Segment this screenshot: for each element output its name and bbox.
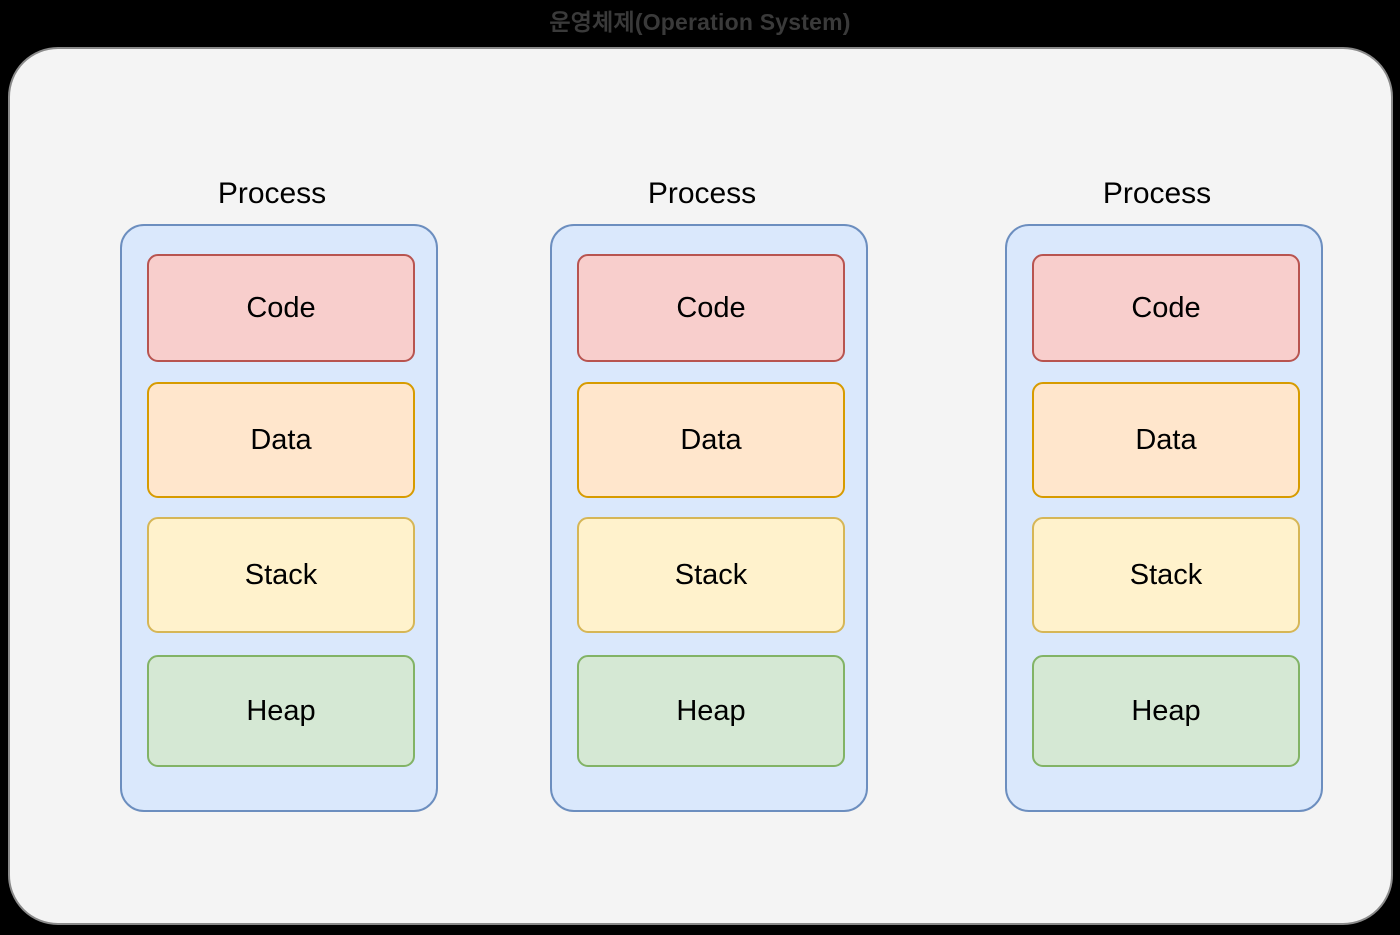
process-box[interactable]: Code Data Stack Heap — [550, 224, 868, 812]
memory-segment-label: Data — [680, 424, 742, 456]
memory-segment-code[interactable]: Code — [577, 254, 845, 362]
memory-segment-data[interactable]: Data — [1032, 382, 1300, 498]
memory-segment-stack[interactable]: Stack — [1032, 517, 1300, 633]
memory-segment-label: Heap — [1131, 695, 1201, 727]
memory-segment-label: Stack — [1129, 559, 1203, 591]
memory-segment-stack[interactable]: Stack — [147, 517, 415, 633]
memory-segment-heap[interactable]: Heap — [577, 655, 845, 767]
memory-segment-label: Stack — [674, 559, 748, 591]
memory-segment-code[interactable]: Code — [1032, 254, 1300, 362]
memory-segment-label: Code — [1131, 292, 1201, 324]
memory-segment-label: Code — [676, 292, 746, 324]
memory-segment-data[interactable]: Data — [577, 382, 845, 498]
os-container: Process Code Data Stack Heap Process — [8, 47, 1393, 925]
memory-segment-label: Heap — [676, 695, 746, 727]
memory-segment-code[interactable]: Code — [147, 254, 415, 362]
process-label: Process — [217, 177, 327, 210]
process-label: Process — [647, 177, 757, 210]
page-title: 운영체제(Operation System) — [549, 9, 851, 35]
memory-segment-label: Stack — [244, 559, 318, 591]
memory-segment-heap[interactable]: Heap — [1032, 655, 1300, 767]
process-box[interactable]: Code Data Stack Heap — [120, 224, 438, 812]
process-box[interactable]: Code Data Stack Heap — [1005, 224, 1323, 812]
memory-segment-label: Data — [1135, 424, 1197, 456]
memory-segment-label: Data — [250, 424, 312, 456]
memory-segment-label: Code — [246, 292, 316, 324]
memory-segment-heap[interactable]: Heap — [147, 655, 415, 767]
memory-segment-stack[interactable]: Stack — [577, 517, 845, 633]
process-label: Process — [1102, 177, 1212, 210]
memory-segment-data[interactable]: Data — [147, 382, 415, 498]
memory-segment-label: Heap — [246, 695, 316, 727]
